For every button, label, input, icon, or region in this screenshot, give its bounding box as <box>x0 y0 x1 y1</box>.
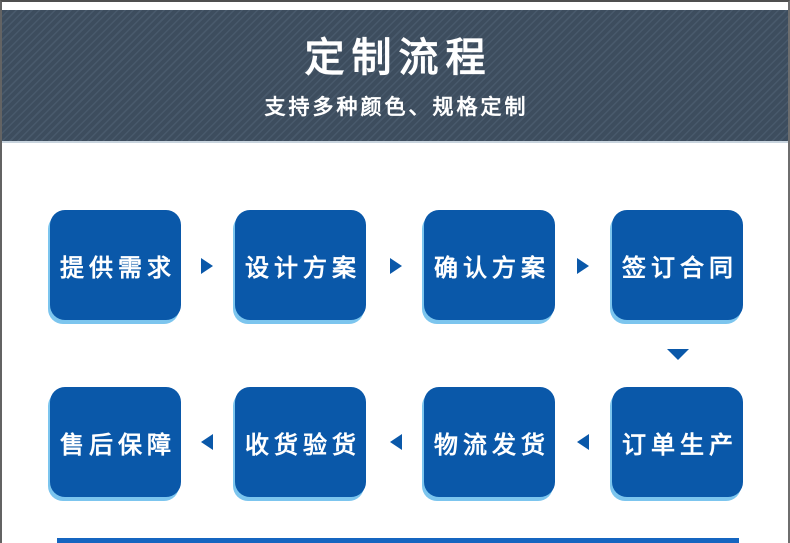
step-label: 签订合同 <box>622 254 738 282</box>
step-box-sign-contract: 签订合同 <box>612 210 743 320</box>
step-label: 收货验货 <box>245 431 361 459</box>
step-box-design-plan: 设计方案 <box>235 210 366 320</box>
step-label: 设计方案 <box>245 254 361 282</box>
step-label: 物流发货 <box>434 431 550 459</box>
step-box-confirm-plan: 确认方案 <box>424 210 555 320</box>
bottom-accent-bar <box>57 538 739 543</box>
step-box-logistics-shipping: 物流发货 <box>424 387 555 497</box>
step-label: 确认方案 <box>434 254 550 282</box>
arrow-left-icon <box>201 434 213 450</box>
arrow-down-icon <box>667 349 689 360</box>
step-box-after-sales-guarantee: 售后保障 <box>50 387 181 497</box>
arrow-right-icon <box>577 258 589 274</box>
arrow-left-icon <box>390 434 402 450</box>
step-label: 提供需求 <box>60 254 176 282</box>
arrow-right-icon <box>390 258 402 274</box>
page-subtitle: 支持多种颜色、规格定制 <box>264 95 529 119</box>
step-box-order-production: 订单生产 <box>612 387 743 497</box>
step-label: 订单生产 <box>622 431 738 459</box>
step-box-provide-requirements: 提供需求 <box>50 210 181 320</box>
page-title: 定制流程 <box>304 35 493 80</box>
step-box-receive-inspect-goods: 收货验货 <box>235 387 366 497</box>
arrow-left-icon <box>577 434 589 450</box>
step-label: 售后保障 <box>60 431 176 459</box>
arrow-right-icon <box>201 258 213 274</box>
header-banner: 定制流程 支持多种颜色、规格定制 <box>2 10 788 143</box>
